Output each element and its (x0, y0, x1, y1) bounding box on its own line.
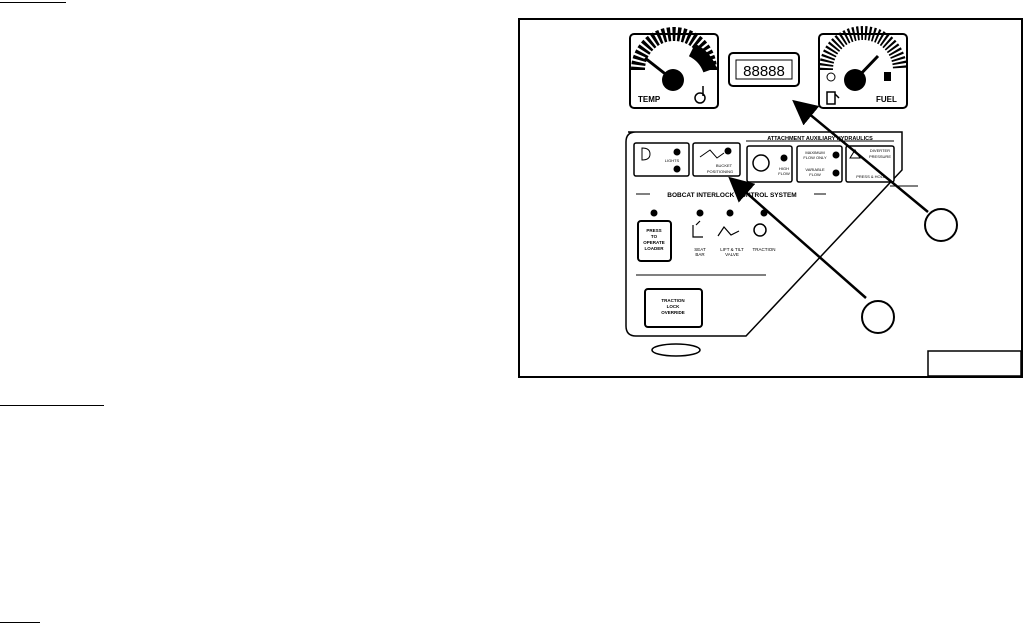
press-hold-label: PRESS & HOLD (856, 174, 886, 179)
bucket-label-1: BUCKET (716, 163, 733, 168)
temp-label: TEMP (638, 95, 661, 104)
panel-key-slot (651, 343, 701, 357)
max-flow-label-1: MAXIMUM (805, 150, 824, 155)
interlock-title: BOBCAT INTERLOCK CONTROL SYSTEM (667, 192, 796, 199)
traction-lock-override-button[interactable]: TRACTION LOCK OVERRIDE (644, 288, 703, 328)
lights-label: LIGHTS (665, 158, 680, 163)
instrument-panel-figure: TEMP 88888 FUEL ATTACHMENT AUXILIARY HYD… (518, 18, 1023, 378)
lift-tilt-icon (717, 226, 740, 237)
seat-icon (692, 220, 703, 238)
hourmeter: 88888 (728, 52, 800, 87)
diverter-label-2: PRESSURE (869, 154, 891, 159)
thermometer-icon (694, 86, 706, 104)
left-rule-bottom (0, 622, 40, 623)
traction-label: TRACTION (753, 247, 776, 252)
override-line-2: LOCK (667, 304, 680, 309)
high-flow-label-2: FLOW (778, 171, 790, 176)
fuel-pump-icon (826, 91, 840, 105)
press-operate-line-4: LOADER (645, 246, 665, 251)
seat-bar-line-1: SEAT (694, 247, 706, 252)
press-operate-line-1: PRESS (646, 228, 661, 233)
max-flow-label-2: FLOW ONLY (803, 155, 827, 160)
high-flow-label-1: HIGH (779, 166, 789, 171)
override-line-1: TRACTION (661, 298, 684, 303)
hourmeter-digits: 88888 (743, 63, 785, 80)
traction-icon (753, 223, 767, 237)
variable-flow-label-1: VARIABLE (805, 167, 825, 172)
diverter-label-1: DIVERTER (870, 148, 890, 153)
instrument-panel-drawing: TEMP 88888 FUEL ATTACHMENT AUXILIARY HYD… (625, 26, 1022, 377)
callout-circle-1 (924, 208, 958, 242)
callout-circle-2 (861, 300, 895, 334)
lift-tilt-valve-indicator: LIFT & TILT VALVE (717, 226, 744, 257)
press-to-operate-loader-button[interactable]: PRESS TO OPERATE LOADER (637, 220, 672, 262)
left-rule-middle (0, 405, 104, 406)
left-rule-top (0, 2, 66, 3)
fuel-label: FUEL (876, 95, 897, 104)
max-variable-flow-button[interactable]: MAXIMUM FLOW ONLY VARIABLE FLOW (796, 145, 843, 183)
seat-bar-indicator: SEAT BAR (692, 220, 706, 257)
callout-arrow-1 (792, 99, 929, 213)
aux-hydraulics-header: ATTACHMENT AUXILIARY HYDRAULICS (767, 136, 873, 142)
bucket-label-2: POSITIONING (707, 169, 733, 174)
temperature-gauge: TEMP (629, 27, 719, 109)
high-flow-button[interactable]: HIGH FLOW (746, 145, 793, 183)
variable-flow-label-2: FLOW (809, 172, 821, 177)
seat-bar-line-2: BAR (695, 252, 705, 257)
figure-number-box (927, 350, 1022, 377)
press-operate-line-2: TO (651, 234, 658, 239)
lift-tilt-line-1: LIFT & TILT (720, 247, 744, 252)
lift-tilt-line-2: VALVE (725, 252, 739, 257)
press-operate-line-3: OPERATE (643, 240, 664, 245)
traction-indicator: TRACTION (753, 223, 776, 252)
lights-button[interactable]: LIGHTS (633, 142, 690, 177)
fuel-gauge: FUEL (818, 26, 908, 109)
bucket-positioning-button[interactable]: BUCKET POSITIONING (692, 142, 741, 177)
callout-arrow-2 (728, 176, 867, 299)
override-line-3: OVERRIDE (661, 310, 685, 315)
